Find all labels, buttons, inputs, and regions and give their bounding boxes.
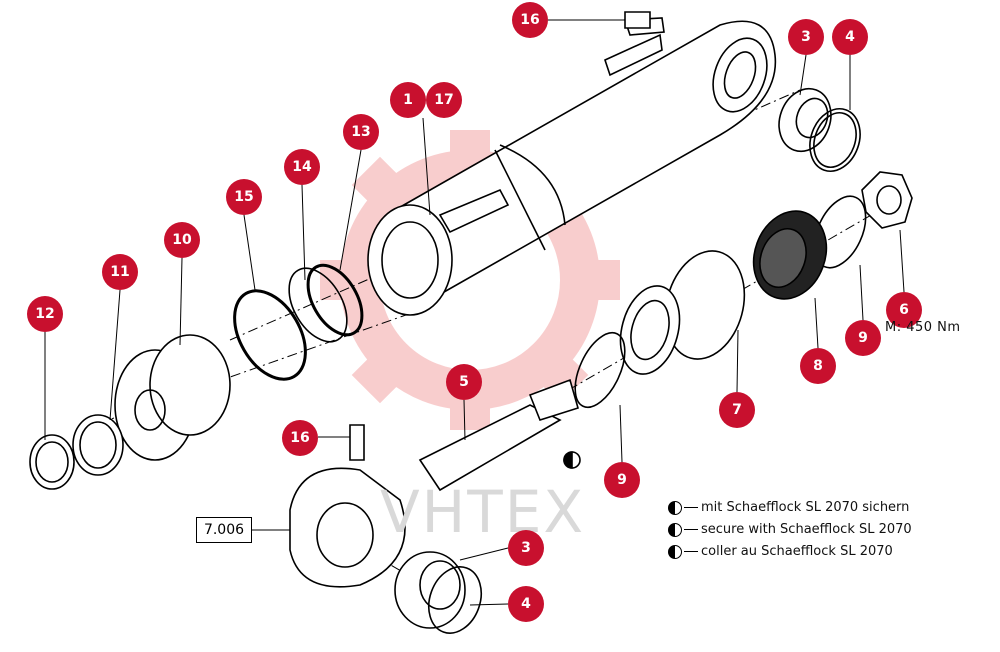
part-13-ring: [306, 263, 364, 337]
legend-dash: [684, 528, 698, 531]
legend-dash: [684, 550, 698, 553]
callout-7[interactable]: 7: [719, 392, 755, 428]
grease-nipple-top: [624, 11, 651, 29]
part-14-ring: [288, 267, 348, 343]
cylinder-barrel: [367, 17, 777, 316]
callout-13[interactable]: 13: [343, 114, 379, 150]
watermark-text: VHTEX: [380, 478, 586, 546]
legend-item-en: secure with Schaefflock SL 2070: [668, 522, 912, 537]
torque-note: M: 450 Nm: [885, 320, 961, 335]
callout-12[interactable]: 12: [27, 296, 63, 332]
half-circle-icon: [668, 522, 682, 537]
legend-dash: [684, 506, 698, 509]
legend-text: mit Schaefflock SL 2070 sichern: [701, 500, 910, 515]
reference-box[interactable]: 7.006: [196, 517, 252, 543]
callout-16-bottom[interactable]: 16: [282, 420, 318, 456]
callout-6[interactable]: 6: [886, 292, 922, 328]
part-12-ring: [29, 434, 75, 490]
half-circle-icon: [668, 544, 682, 559]
callout-14[interactable]: 14: [284, 149, 320, 185]
part-11-ring: [72, 414, 124, 476]
callout-11[interactable]: 11: [102, 254, 138, 290]
part-7-gland: [619, 250, 746, 375]
part-10-piston: [114, 334, 231, 461]
grease-nipple-bottom: [349, 424, 365, 461]
callout-16-top[interactable]: 16: [512, 2, 548, 38]
half-circle-icon: [668, 500, 682, 515]
part-6-nut: [861, 171, 913, 229]
part-9-right-ring: [813, 195, 867, 269]
callout-3-bottom[interactable]: 3: [508, 530, 544, 566]
loctite-marker-icon: [563, 451, 581, 469]
callout-5[interactable]: 5: [446, 364, 482, 400]
callout-1[interactable]: 1: [390, 82, 426, 118]
callout-9-right[interactable]: 9: [845, 320, 881, 356]
rod-eye: [289, 467, 406, 588]
callout-3-top[interactable]: 3: [788, 19, 824, 55]
legend-item-fr: coller au Schaefflock SL 2070: [668, 544, 893, 559]
callout-8[interactable]: 8: [800, 348, 836, 384]
callout-9-left[interactable]: 9: [604, 462, 640, 498]
part-4-top: [809, 108, 861, 172]
part-9-left-ring: [574, 331, 626, 409]
piston-rod: [418, 378, 579, 492]
callout-4-bottom[interactable]: 4: [508, 586, 544, 622]
callout-10[interactable]: 10: [164, 222, 200, 258]
parts-linework: [29, 11, 913, 634]
part-8-knurled: [752, 210, 828, 300]
callout-4-top[interactable]: 4: [832, 19, 868, 55]
legend-item-de: mit Schaefflock SL 2070 sichern: [668, 500, 909, 515]
legend-text: secure with Schaefflock SL 2070: [701, 522, 912, 537]
part-15-oring: [233, 289, 307, 381]
callout-17[interactable]: 17: [426, 82, 462, 118]
part-4-bottom: [427, 566, 483, 634]
legend-text: coller au Schaefflock SL 2070: [701, 544, 893, 559]
part-3-top: [778, 87, 832, 153]
callout-15[interactable]: 15: [226, 179, 262, 215]
